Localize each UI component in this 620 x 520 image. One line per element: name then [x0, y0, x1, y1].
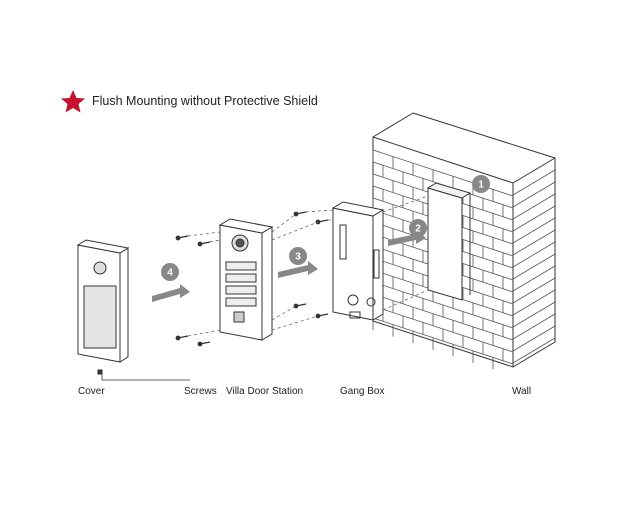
- label-door-station: Villa Door Station: [226, 386, 304, 397]
- step-badge-2: 2: [409, 219, 427, 237]
- step-badge-3: 3: [289, 247, 307, 265]
- cover-drawing: [76, 239, 130, 375]
- label-wall: Wall: [512, 386, 532, 397]
- label-cover: Cover: [78, 386, 105, 397]
- step-number: 2: [415, 224, 421, 235]
- step-badge-1: 1: [472, 175, 490, 193]
- screws-drawing: [175, 211, 329, 347]
- step-badge-4: 4: [161, 263, 179, 281]
- star-icon: [61, 90, 85, 113]
- wall-drawing: [372, 112, 556, 370]
- step-number: 1: [478, 180, 484, 191]
- door-station-drawing: [218, 218, 274, 341]
- step-number: 3: [295, 252, 301, 263]
- label-screws: Screws: [184, 386, 217, 397]
- gang-box-drawing: [331, 201, 385, 321]
- step-number: 4: [167, 268, 173, 279]
- page-title: Flush Mounting without Protective Shield: [92, 94, 318, 108]
- alignment-lines: [187, 195, 429, 337]
- label-gang-box: Gang Box: [340, 386, 385, 397]
- cover-leader-line: [101, 374, 190, 381]
